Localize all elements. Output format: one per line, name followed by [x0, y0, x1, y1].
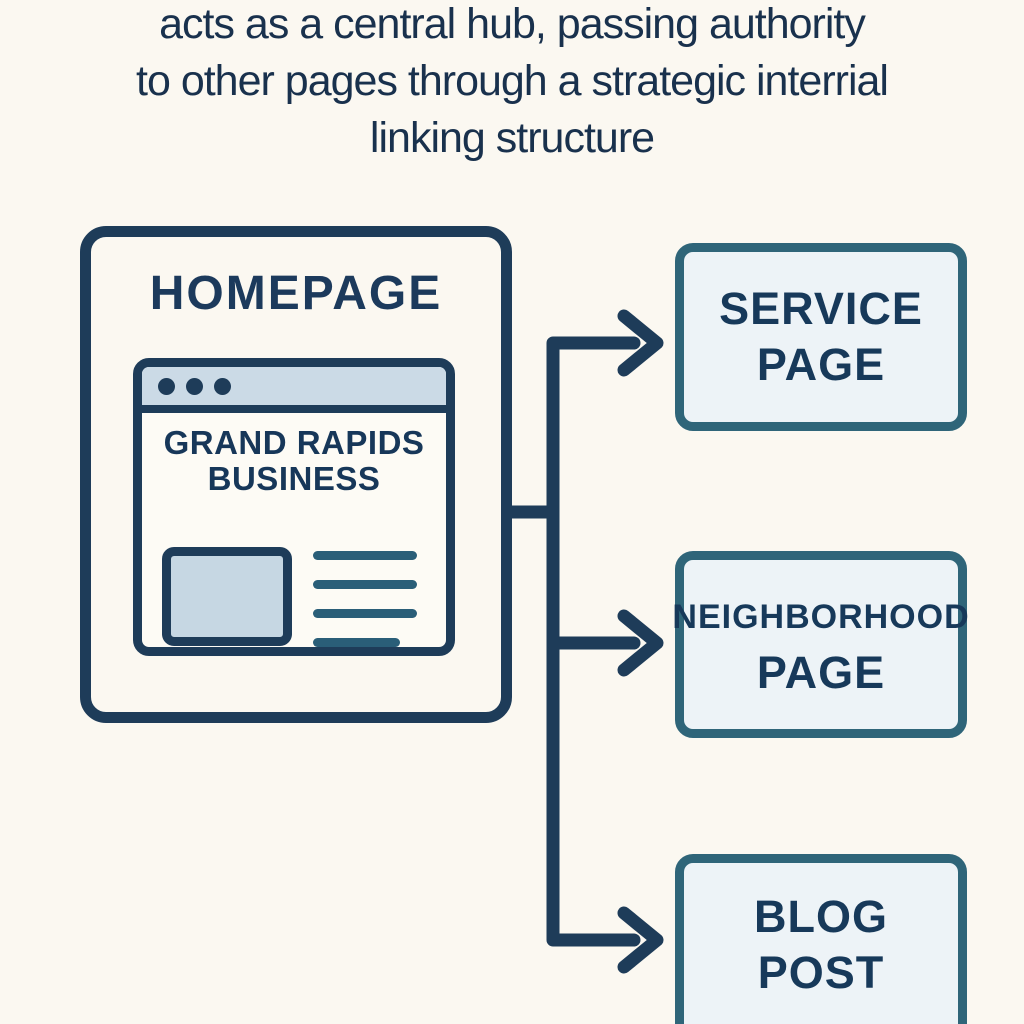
service-page-label-line-1: SERVICE — [719, 283, 923, 334]
blog-post-label: BLOG POST — [754, 889, 888, 1001]
site-name-line-2: BUSINESS — [207, 460, 381, 497]
browser-content: GRAND RAPIDS BUSINESS — [142, 425, 446, 647]
blog-post-box: BLOG POST — [675, 854, 967, 1024]
window-control-dot-icon — [186, 377, 203, 395]
arrowhead-service-icon — [617, 309, 664, 377]
text-line — [313, 638, 400, 647]
neighborhood-page-label-line-2: PAGE — [756, 646, 886, 698]
text-line — [313, 551, 417, 560]
service-page-label: SERVICE PAGE — [719, 281, 923, 393]
text-line — [313, 580, 417, 589]
text-line — [313, 609, 417, 618]
browser-window: GRAND RAPIDS BUSINESS — [133, 358, 455, 656]
arrow-line-service — [501, 336, 641, 519]
window-control-dot-icon — [158, 377, 175, 395]
arrow-line-blog — [546, 505, 641, 947]
service-page-label-line-2: PAGE — [756, 339, 886, 390]
blog-post-label-line-2: POST — [757, 947, 885, 998]
neighborhood-page-box: NEIGHBORHOOD PAGE — [672, 551, 969, 738]
headline-line-2: to other pages through a strategic inter… — [136, 57, 889, 105]
text-lines-block — [313, 551, 417, 647]
homepage-title: HOMEPAGE — [149, 267, 443, 320]
blog-post-label-line-1: BLOG — [754, 891, 888, 942]
neighborhood-page-label-line-1: NEIGHBORHOOD — [672, 597, 970, 636]
site-name: GRAND RAPIDS BUSINESS — [142, 425, 446, 497]
service-page-box: SERVICE PAGE — [675, 243, 967, 431]
headline-line-3: linking structure — [369, 114, 655, 162]
arrowhead-neighborhood-icon — [617, 609, 664, 677]
arrowhead-blog-icon — [617, 906, 664, 974]
window-control-dot-icon — [214, 377, 231, 395]
homepage-box: HOMEPAGE GRAND RAPIDS BUSINESS — [80, 226, 512, 723]
site-name-line-1: GRAND RAPIDS — [163, 424, 425, 461]
headline: acts as a central hub, passing authority… — [0, 0, 1024, 167]
headline-line-1: acts as a central hub, passing authority — [159, 0, 866, 48]
browser-header — [142, 367, 446, 413]
neighborhood-page-label: NEIGHBORHOOD PAGE — [672, 589, 969, 701]
image-placeholder — [162, 547, 292, 646]
